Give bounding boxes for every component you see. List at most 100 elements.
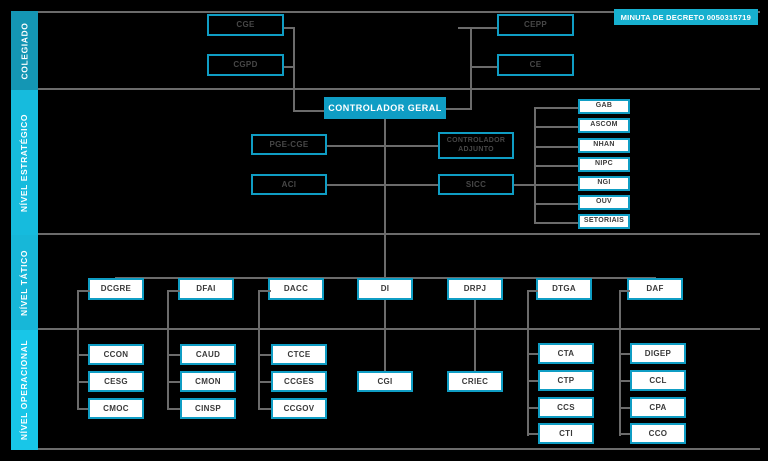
connector-dfai-cmon (167, 381, 181, 383)
connector-dacc-ctce (258, 354, 272, 356)
node-drpj[interactable]: DRPJ (447, 278, 503, 300)
connector-dfai-cinsp (167, 408, 181, 410)
connector-dcgre-cesg (77, 381, 88, 383)
connector-dcgre-top (77, 290, 90, 292)
node-cti[interactable]: CTI (538, 423, 594, 444)
connector-dtga-cta (527, 353, 540, 355)
connector-colegiado-right-down (470, 66, 472, 110)
node-ccl[interactable]: CCL (630, 370, 686, 391)
connector-cge-right (277, 27, 295, 29)
node-dacc[interactable]: DACC (268, 278, 324, 300)
node-digep[interactable]: DIGEP (630, 343, 686, 364)
node-daf[interactable]: DAF (627, 278, 683, 300)
separator-colegiado-estrategico (38, 88, 760, 90)
node-cepp[interactable]: CEPP (497, 14, 574, 36)
level-band-estrategico: NÍVEL ESTRATÉGICO (11, 90, 38, 235)
node-di[interactable]: DI (357, 278, 413, 300)
connector-colegiado-right-spine (470, 27, 472, 68)
connector-dacc-ccgov (258, 408, 272, 410)
level-band-colegiado: COLEGIADO (11, 11, 38, 90)
level-band-tatico: NÍVEL TÁTICO (11, 235, 38, 330)
connector-dtga-spine (527, 290, 529, 436)
node-ccgov[interactable]: CCGOV (271, 398, 327, 419)
node-cmoc[interactable]: CMOC (88, 398, 144, 419)
connector-daf-cpa (619, 407, 632, 409)
node-controlador-adjunto[interactable]: CONTROLADOR ADJUNTO (438, 132, 514, 159)
connector-dacc-spine (258, 290, 260, 409)
connector-sicc-to-units (513, 184, 535, 186)
connector-aci-to-sicc (326, 184, 440, 186)
connector-dtga-cti (527, 433, 540, 435)
connector-dcgre-cmoc (77, 408, 88, 410)
connector-dacc-ccges (258, 381, 272, 383)
node-caud[interactable]: CAUD (180, 344, 236, 365)
connector-dacc-top (258, 290, 271, 292)
connector-dfai-top (167, 290, 180, 292)
level-band-operacional-label: NÍVEL OPERACIONAL (19, 339, 30, 441)
node-cgi[interactable]: CGI (357, 371, 413, 392)
node-cmon[interactable]: CMON (180, 371, 236, 392)
node-sicc[interactable]: SICC (438, 174, 514, 195)
connector-colegiado-left-to-head (293, 110, 325, 112)
connector-colegiado-left-spine (293, 27, 295, 112)
connector-unit-ngi (534, 184, 578, 186)
level-band-tatico-label: NÍVEL TÁTICO (19, 249, 30, 316)
node-setoriais[interactable]: SETORIAIS (578, 214, 630, 229)
connector-dtga-top (527, 290, 538, 292)
level-band-colegiado-label: COLEGIADO (19, 22, 30, 79)
node-cco[interactable]: CCO (630, 423, 686, 444)
node-gab[interactable]: GAB (578, 99, 630, 114)
connector-unit-gab (534, 107, 578, 109)
connector-daf-cco (619, 433, 632, 435)
connector-colegiado-right-to-head (445, 108, 472, 110)
node-cta[interactable]: CTA (538, 343, 594, 364)
separator-tatico-operacional (38, 328, 760, 330)
node-ouv[interactable]: OUV (578, 195, 630, 210)
node-pge-cge[interactable]: PGE-CGE (251, 134, 327, 155)
separator-estrategico-tatico (38, 233, 760, 235)
node-ccon[interactable]: CCON (88, 344, 144, 365)
connector-main-spine (384, 119, 386, 288)
separator-bottom (38, 448, 760, 450)
connector-daf-spine (619, 290, 621, 436)
connector-di-cgi (384, 300, 386, 372)
node-cesg[interactable]: CESG (88, 371, 144, 392)
node-ctp[interactable]: CTP (538, 370, 594, 391)
connector-unit-ascom (534, 126, 578, 128)
node-ccges[interactable]: CCGES (271, 371, 327, 392)
node-ce[interactable]: CE (497, 54, 574, 76)
connector-dfai-caud (167, 354, 181, 356)
node-dtga[interactable]: DTGA (536, 278, 592, 300)
connector-unit-nipc (534, 165, 578, 167)
node-ctce[interactable]: CTCE (271, 344, 327, 365)
connector-unit-setoriais (534, 222, 578, 224)
minuta-decreto-banner: MINUTA DE DECRETO 0050315719 (613, 9, 758, 25)
connector-unit-nhan (534, 146, 578, 148)
node-cpa[interactable]: CPA (630, 397, 686, 418)
node-aci[interactable]: ACI (251, 174, 327, 195)
connector-drpj-criec (474, 300, 476, 372)
connector-daf-top (619, 290, 630, 292)
node-ccs[interactable]: CCS (538, 397, 594, 418)
node-dcgre[interactable]: DCGRE (88, 278, 144, 300)
connector-unit-ouv (534, 203, 578, 205)
level-band-operacional: NÍVEL OPERACIONAL (11, 330, 38, 450)
connector-dfai-spine (167, 290, 169, 409)
node-ascom[interactable]: ASCOM (578, 118, 630, 133)
node-ngi[interactable]: NGI (578, 176, 630, 191)
connector-dcgre-ccon (77, 354, 88, 356)
node-criec[interactable]: CRIEC (447, 371, 503, 392)
node-nhan[interactable]: NHAN (578, 138, 630, 153)
node-nipc[interactable]: NIPC (578, 157, 630, 172)
connector-cepp-left (458, 27, 502, 29)
level-band-estrategico-label: NÍVEL ESTRATÉGICO (19, 113, 30, 212)
node-controlador-geral[interactable]: CONTROLADOR GERAL (324, 97, 446, 119)
node-cgpd[interactable]: CGPD (207, 54, 284, 76)
connector-dcgre-spine (77, 290, 79, 409)
connector-cgpd-right (277, 66, 295, 68)
node-cge[interactable]: CGE (207, 14, 284, 36)
node-dfai[interactable]: DFAI (178, 278, 234, 300)
connector-pge-to-adjunto (326, 145, 446, 147)
node-cinsp[interactable]: CINSP (180, 398, 236, 419)
